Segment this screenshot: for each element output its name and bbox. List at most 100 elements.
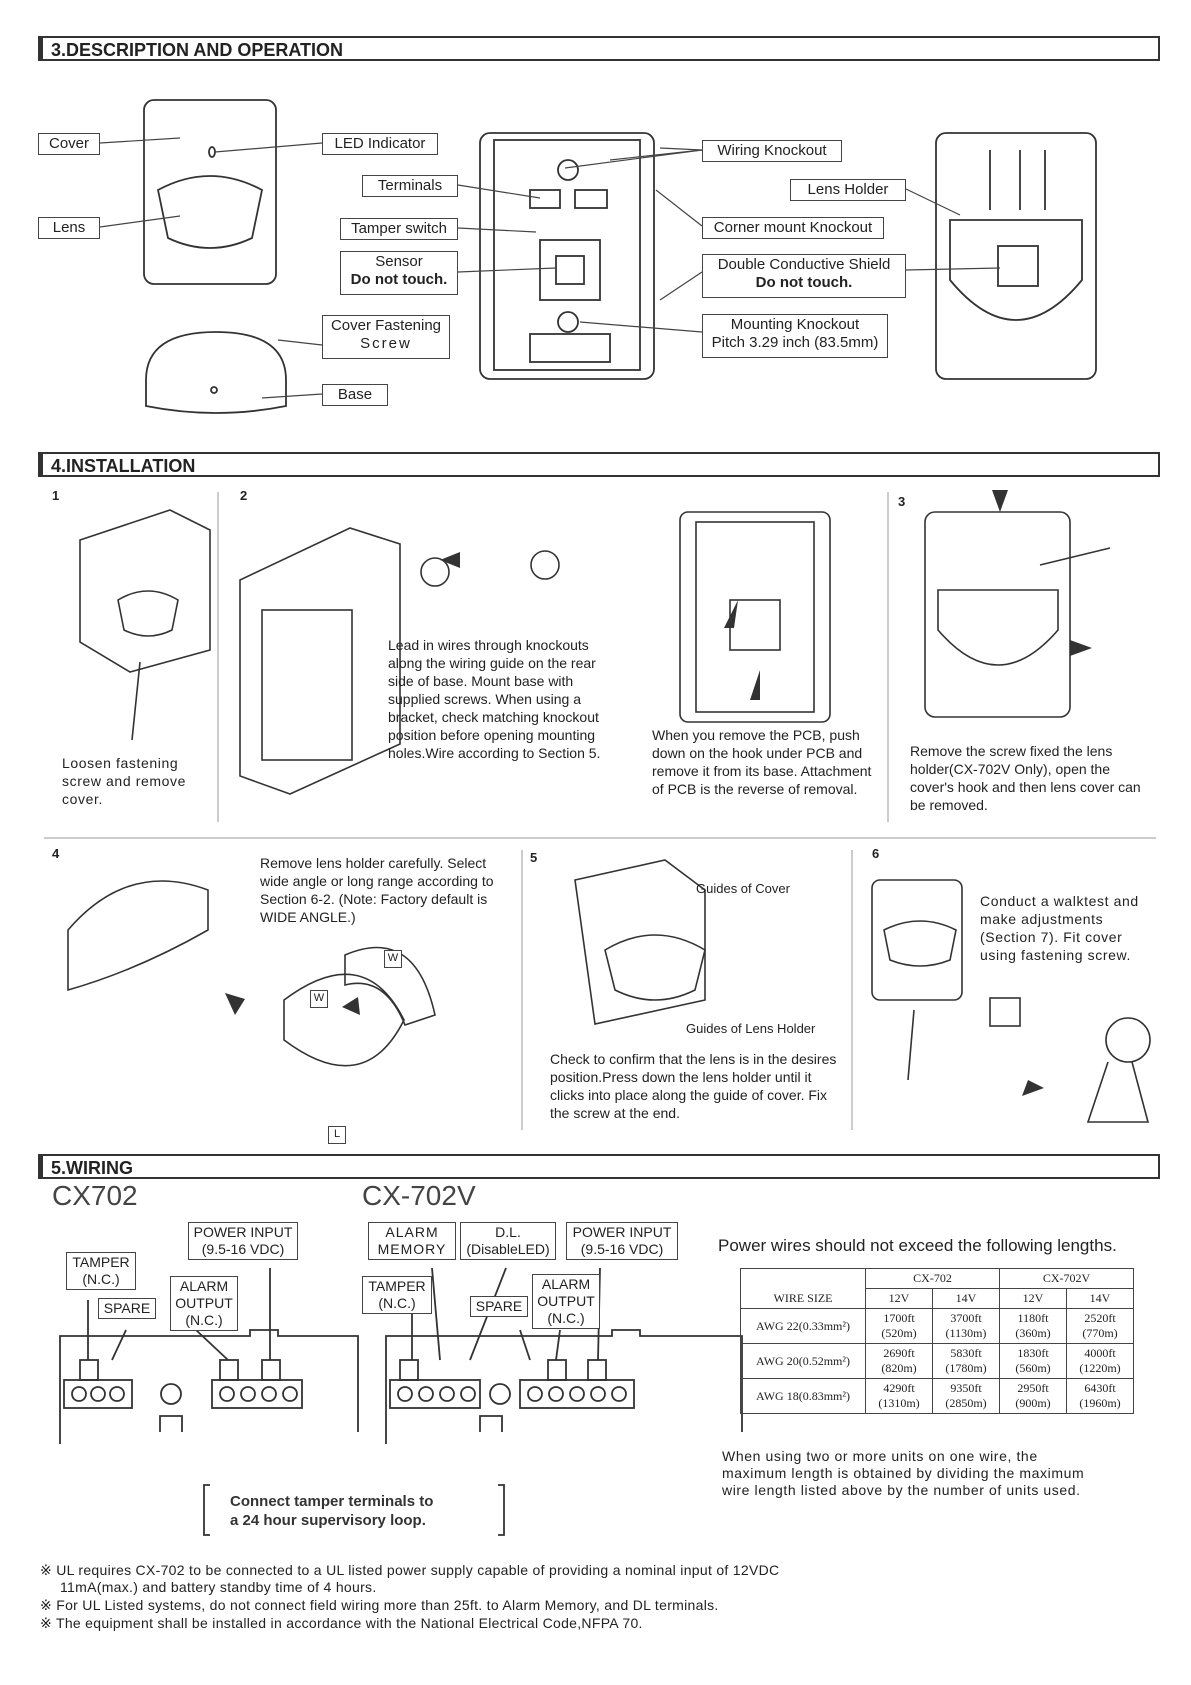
label-sensor-line1: Sensor — [375, 253, 423, 270]
cx702v-alarm-line2: OUTPUT — [537, 1293, 595, 1309]
label-base: Base — [322, 384, 388, 406]
detector-front-drawing — [143, 99, 277, 285]
cx702v-power-input-label: POWER INPUT (9.5-16 VDC) — [566, 1222, 678, 1260]
guides-of-cover-label: Guides of Cover — [696, 881, 790, 896]
section-4-title: 4.INSTALLATION — [51, 456, 196, 476]
label-led-indicator: LED Indicator — [322, 133, 438, 155]
table-row-size: AWG 20(0.52mm²) — [740, 1343, 866, 1379]
table-cell: 6430ft(1960m) — [1066, 1378, 1134, 1414]
table-cell: 2690ft(820m) — [865, 1343, 933, 1379]
label-shield-line1: Double Conductive Shield — [717, 256, 891, 273]
label-sensor: Sensor Do not touch. — [340, 251, 458, 295]
cx702-power-input-label: POWER INPUT (9.5-16 VDC) — [188, 1222, 298, 1260]
table-cell: 4000ft(1220m) — [1066, 1343, 1134, 1379]
table-corner-cell — [740, 1268, 866, 1289]
step-6-text: Conduct a walktest and make adjustments … — [980, 893, 1139, 963]
step-number-6: 6 — [872, 846, 880, 861]
step-1-text: Loosen fastening screw and remove cover. — [62, 755, 186, 807]
label-cover: Cover — [38, 133, 100, 155]
label-tamper-switch: Tamper switch — [340, 218, 458, 240]
label-mount-line1: Mounting Knockout — [730, 316, 860, 333]
cell-ft: 4290ft — [883, 1381, 915, 1395]
table-wire-size-header: WIRE SIZE — [740, 1288, 866, 1309]
table-voltage-row: WIRE SIZE 12V 14V 12V 14V — [740, 1288, 1134, 1309]
label-cover-fastening-line1: Cover Fastening — [330, 317, 442, 334]
step-3-text: Remove the screw fixed the lens holder(C… — [910, 743, 1141, 813]
multi-unit-note-line1: When using two or more units on one wire… — [722, 1448, 1038, 1464]
label-corner-mount: Corner mount Knockout — [702, 217, 884, 239]
label-shield-line2: Do not touch. — [755, 274, 853, 291]
cx702v-tamper-line1: TAMPER — [368, 1278, 426, 1294]
table-a-14v: 14V — [932, 1288, 1000, 1309]
cx702v-dl-line2: (DisableLED) — [466, 1241, 550, 1257]
cx702v-board — [385, 1329, 743, 1432]
cell-ft: 1700ft — [883, 1311, 915, 1325]
table-cell: 2950ft(900m) — [999, 1378, 1067, 1414]
table-cell: 1700ft(520m) — [865, 1308, 933, 1344]
multi-unit-note-line3: wire length listed above by the number o… — [722, 1482, 1081, 1498]
table-col-cx702: CX-702 — [865, 1268, 1000, 1289]
wide-angle-marker-top: W — [384, 950, 402, 968]
label-lens: Lens — [38, 217, 100, 239]
label-mount-line2: Pitch 3.29 inch (83.5mm) — [711, 334, 879, 351]
cell-ft: 2520ft — [1084, 1311, 1116, 1325]
cell-m: (520m) — [881, 1326, 917, 1340]
cell-m: (900m) — [1015, 1396, 1051, 1410]
step-number-4: 4 — [52, 846, 60, 861]
table-row: AWG 18(0.83mm²) 4290ft(1310m) 9350ft(285… — [740, 1378, 1134, 1414]
model-cx702-title: CX702 — [52, 1180, 138, 1211]
table-row: AWG 20(0.52mm²) 2690ft(820m) 5830ft(1780… — [740, 1343, 1134, 1379]
cell-ft: 5830ft — [950, 1346, 982, 1360]
cell-ft: 2690ft — [883, 1346, 915, 1360]
table-cell: 4290ft(1310m) — [865, 1378, 933, 1414]
step-number-1: 1 — [52, 488, 60, 503]
table-cell: 1180ft(360m) — [999, 1308, 1067, 1344]
tamper-note: Connect tamper terminals to a 24 hour su… — [230, 1492, 433, 1530]
cell-ft: 9350ft — [950, 1381, 982, 1395]
label-mounting-knockout: Mounting Knockout Pitch 3.29 inch (83.5m… — [702, 314, 888, 358]
cell-m: (770m) — [1082, 1326, 1118, 1340]
base-drawing — [145, 331, 287, 414]
cx702v-alarm-line3: (N.C.) — [547, 1310, 585, 1326]
cell-ft: 6430ft — [1084, 1381, 1116, 1395]
lens-drawing — [156, 175, 264, 249]
step-4-text: Remove lens holder carefully. Select wid… — [260, 855, 494, 925]
step-2b-text: When you remove the PCB, push down on th… — [652, 727, 872, 797]
multi-unit-note-line2: maximum length is obtained by dividing t… — [722, 1465, 1085, 1481]
cell-m: (360m) — [1015, 1326, 1051, 1340]
table-cell: 9350ft(2850m) — [932, 1378, 1000, 1414]
cx702-spare-label: SPARE — [98, 1298, 156, 1319]
cell-m: (560m) — [1015, 1361, 1051, 1375]
cx702v-alarm-line1: ALARM — [541, 1276, 591, 1292]
cell-ft: 3700ft — [950, 1311, 982, 1325]
cx702v-alarm-memory-line1: ALARM — [385, 1224, 439, 1240]
cx702v-alarm-output-label: ALARM OUTPUT (N.C.) — [532, 1274, 600, 1329]
cx702v-power-line2: (9.5-16 VDC) — [580, 1241, 664, 1257]
cx702v-tamper-label: TAMPER (N.C.) — [362, 1276, 432, 1314]
label-conductive-shield: Double Conductive Shield Do not touch. — [702, 254, 906, 298]
cx702v-power-line1: POWER INPUT — [572, 1224, 672, 1240]
step-number-5: 5 — [530, 850, 538, 865]
footer-note-2: ※ For UL Listed systems, do not connect … — [40, 1597, 719, 1613]
label-lens-holder: Lens Holder — [790, 179, 906, 201]
label-sensor-line2: Do not touch. — [350, 271, 448, 288]
section-5-header: 5.WIRING — [38, 1154, 1160, 1179]
wire-length-table: CX-702 CX-702V WIRE SIZE 12V 14V 12V 14V… — [740, 1268, 1134, 1414]
model-cx702v-title: CX-702V — [362, 1180, 476, 1211]
cx702v-tamper-line2: (N.C.) — [378, 1295, 416, 1311]
label-terminals: Terminals — [362, 175, 458, 197]
table-cell: 1830ft(560m) — [999, 1343, 1067, 1379]
cx702v-alarm-memory-line2: MEMORY — [377, 1241, 447, 1257]
cx702-board — [59, 1329, 359, 1432]
section-3-header: 3.DESCRIPTION AND OPERATION — [38, 36, 1160, 61]
cell-ft: 1830ft — [1017, 1346, 1049, 1360]
cx702-tamper-line2: (N.C.) — [82, 1271, 120, 1287]
table-row-size: AWG 22(0.33mm²) — [740, 1308, 866, 1344]
cell-m: (2850m) — [945, 1396, 987, 1410]
wide-angle-marker: W — [310, 990, 328, 1008]
cell-ft: 4000ft — [1084, 1346, 1116, 1360]
step-number-3: 3 — [898, 494, 906, 509]
cx702-alarm-output-label: ALARM OUTPUT (N.C.) — [170, 1276, 238, 1331]
multi-unit-note: When using two or more units on one wire… — [722, 1448, 1084, 1499]
footer-note-1: ※ UL requires CX-702 to be connected to … — [40, 1562, 780, 1578]
